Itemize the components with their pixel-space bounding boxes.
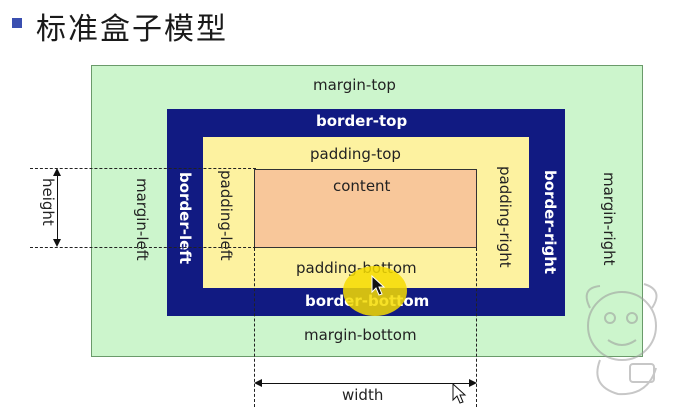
margin-left-label: margin-left — [133, 178, 151, 261]
page-title: 标准盒子模型 — [36, 12, 228, 47]
padding-left-label: padding-left — [217, 170, 235, 261]
mouse-pointer-icon — [371, 275, 386, 296]
width-left-guide — [254, 248, 255, 407]
height-arrow-line — [57, 174, 58, 241]
border-top-label: border-top — [316, 112, 408, 130]
bullet-square-icon — [12, 18, 22, 28]
width-label: width — [338, 386, 388, 404]
height-top-guide — [30, 168, 256, 169]
arrow-up-icon — [53, 168, 61, 176]
height-bottom-guide — [30, 247, 256, 248]
margin-top-label: margin-top — [313, 76, 396, 94]
border-right-label: border-right — [541, 170, 559, 275]
watermark-logo-icon — [585, 283, 658, 396]
cursor-highlight — [343, 266, 407, 316]
margin-bottom-label: margin-bottom — [304, 326, 417, 344]
margin-right-label: margin-right — [600, 172, 618, 266]
mouse-pointer-icon — [452, 383, 467, 404]
arrow-down-icon — [53, 239, 61, 247]
padding-right-label: padding-right — [496, 166, 514, 268]
content-area — [254, 169, 477, 248]
width-arrow-line — [260, 383, 471, 384]
height-label: height — [39, 178, 57, 226]
arrow-left-icon — [254, 379, 262, 387]
padding-top-label: padding-top — [310, 145, 401, 163]
border-left-label: border-left — [176, 172, 194, 264]
content-label: content — [333, 177, 391, 195]
arrow-right-icon — [469, 379, 477, 387]
width-right-guide — [476, 248, 477, 407]
